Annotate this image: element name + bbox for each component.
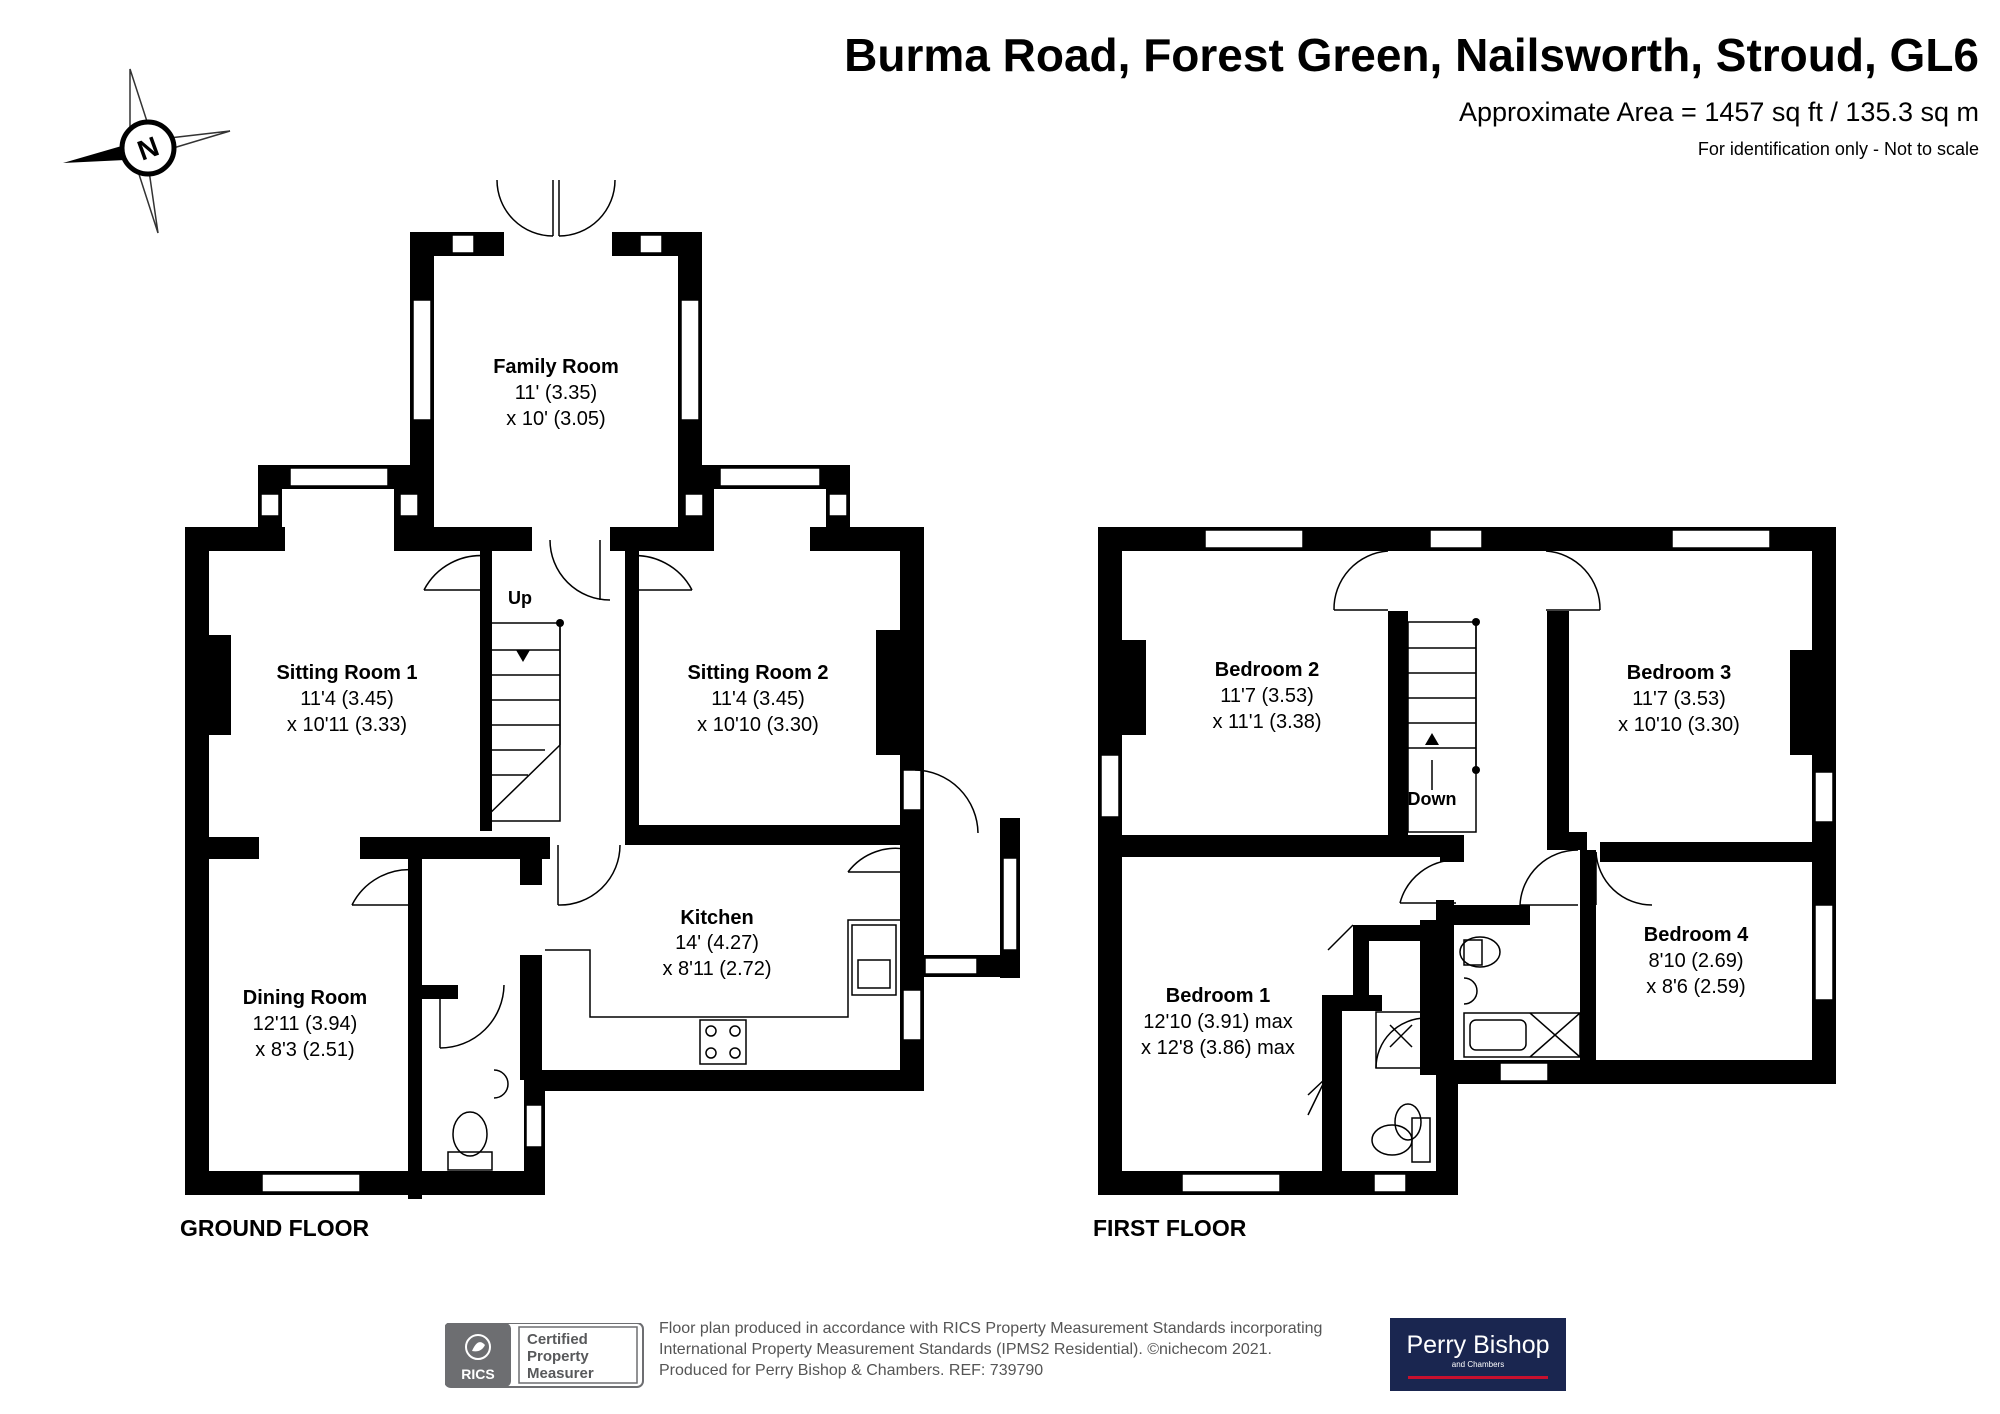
svg-text:x 8'11 (2.72): x 8'11 (2.72) (662, 958, 771, 980)
svg-text:Bedroom 4: Bedroom 4 (1644, 924, 1749, 946)
svg-text:14' (4.27): 14' (4.27) (675, 932, 759, 954)
badge-line-2: Property (527, 1348, 589, 1365)
compass-icon: N (63, 68, 231, 234)
svg-text:Kitchen: Kitchen (680, 907, 753, 929)
svg-text:11'4 (3.45): 11'4 (3.45) (300, 688, 394, 710)
svg-text:Family Room: Family Room (493, 356, 619, 378)
agent-subname: and Chambers (1451, 1360, 1505, 1369)
disclaimer-line-3: Produced for Perry Bishop & Chambers. RE… (659, 1362, 1044, 1379)
svg-text:Sitting Room 1: Sitting Room 1 (276, 662, 417, 684)
svg-text:x 8'6 (2.59): x 8'6 (2.59) (1646, 976, 1745, 998)
room-bedroom-2: Bedroom 2 11'7 (3.53) x 11'1 (3.38) (1212, 659, 1321, 733)
first-floor-plan (1098, 527, 1836, 1195)
rics-certified-badge: RICS Certified Property Measurer (445, 1323, 644, 1388)
svg-text:12'10 (3.91) max: 12'10 (3.91) max (1143, 1011, 1292, 1033)
room-bedroom-4: Bedroom 4 8'10 (2.69) x 8'6 (2.59) (1644, 924, 1749, 998)
svg-text:x 12'8 (3.86) max: x 12'8 (3.86) max (1141, 1037, 1295, 1059)
first-floor-label: FIRST FLOOR (1093, 1215, 1247, 1241)
rics-logo-text: RICS (461, 1366, 494, 1382)
ground-floor-doors (351, 179, 979, 1171)
badge-line-3: Measurer (527, 1365, 594, 1382)
stairs-down-label: Down (1408, 789, 1457, 809)
svg-text:12'11 (3.94): 12'11 (3.94) (253, 1013, 358, 1035)
first-floor-doors (1307, 550, 1653, 1163)
room-bedroom-3: Bedroom 3 11'7 (3.53) x 10'10 (3.30) (1618, 662, 1740, 736)
svg-text:Dining Room: Dining Room (243, 987, 367, 1009)
ground-floor-windows (260, 234, 1018, 1193)
svg-text:11'7 (3.53): 11'7 (3.53) (1632, 688, 1726, 710)
svg-text:11'4 (3.45): 11'4 (3.45) (711, 688, 805, 710)
room-sitting-room-2: Sitting Room 2 11'4 (3.45) x 10'10 (3.30… (687, 662, 828, 736)
svg-text:Sitting Room 2: Sitting Room 2 (687, 662, 828, 684)
svg-text:11'7 (3.53): 11'7 (3.53) (1220, 685, 1314, 707)
svg-text:Bedroom 3: Bedroom 3 (1627, 662, 1731, 684)
room-bedroom-1: Bedroom 1 12'10 (3.91) max x 12'8 (3.86)… (1141, 985, 1295, 1059)
agent-accent-bar (1408, 1376, 1548, 1379)
svg-text:11' (3.35): 11' (3.35) (515, 382, 597, 404)
svg-text:Bedroom 2: Bedroom 2 (1215, 659, 1319, 681)
room-sitting-room-1: Sitting Room 1 11'4 (3.45) x 10'11 (3.33… (276, 662, 417, 736)
first-floor-windows (1100, 529, 1834, 1193)
svg-text:x 8'3 (2.51): x 8'3 (2.51) (255, 1039, 354, 1061)
agent-name: Perry Bishop (1406, 1331, 1550, 1359)
badge-line-1: Certified (527, 1331, 588, 1348)
svg-text:x 11'1 (3.38): x 11'1 (3.38) (1212, 711, 1321, 733)
rics-lion-icon (465, 1334, 491, 1360)
svg-text:Bedroom 1: Bedroom 1 (1166, 985, 1270, 1007)
svg-text:x 10' (3.05): x 10' (3.05) (506, 408, 605, 430)
identification-note: For identification only - Not to scale (1697, 139, 1979, 159)
ground-floor-label: GROUND FLOOR (180, 1215, 369, 1241)
svg-text:x 10'11 (3.33): x 10'11 (3.33) (287, 714, 407, 736)
svg-text:x 10'10 (3.30): x 10'10 (3.30) (1618, 714, 1740, 736)
approximate-area: Approximate Area = 1457 sq ft / 135.3 sq… (1458, 97, 1979, 127)
room-dining-room: Dining Room 12'11 (3.94) x 8'3 (2.51) (243, 987, 367, 1061)
room-kitchen: Kitchen 14' (4.27) x 8'11 (2.72) (662, 907, 771, 980)
disclaimer-line-1: Floor plan produced in accordance with R… (659, 1320, 1323, 1337)
svg-text:x 10'10 (3.30): x 10'10 (3.30) (697, 714, 819, 736)
stairs-up-label: Up (508, 588, 532, 608)
agent-logo: Perry Bishop and Chambers (1390, 1318, 1566, 1391)
svg-text:8'10 (2.69): 8'10 (2.69) (1649, 950, 1744, 972)
property-title: Burma Road, Forest Green, Nailsworth, St… (844, 29, 1979, 81)
disclaimer-line-2: International Property Measurement Stand… (659, 1341, 1272, 1358)
room-family-room: Family Room 11' (3.35) x 10' (3.05) (493, 356, 619, 430)
